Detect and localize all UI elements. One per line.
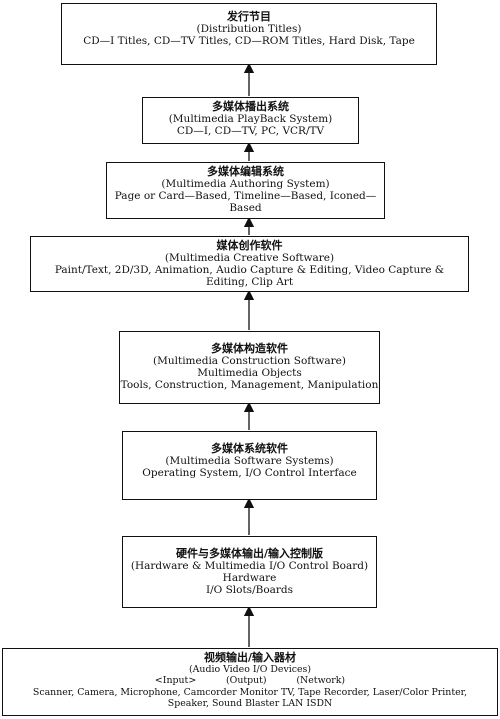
box-title-zh: 媒体创作软件	[216, 239, 283, 252]
box-title-zh: 多媒体系统软件	[211, 442, 288, 455]
box-construction-software: 多媒体构造软件 (Multimedia Construction Softwar…	[119, 331, 380, 404]
box-title-en: (Hardware & Multimedia I/O Control Board…	[130, 560, 369, 572]
box-creative-software: 媒体创作软件 (Multimedia Creative Software) Pa…	[30, 236, 469, 292]
box-detail-line: Page or Card—Based, Timeline—Based, Icon…	[114, 190, 377, 202]
box-detail-line: Scanner, Camera, Microphone, Camcorder M…	[32, 686, 468, 698]
box-detail-line: Based	[229, 202, 262, 214]
box-title-en: (Multimedia PlayBack System)	[168, 113, 333, 125]
box-distribution-titles: 发行节目 (Distribution Titles) CD—I Titles, …	[61, 3, 437, 65]
box-hardware-io-board: 硬件与多媒体输出/输入控制版 (Hardware & Multimedia I/…	[122, 536, 377, 608]
box-detail-line: CD—I, CD—TV, PC, VCR/TV	[176, 125, 325, 137]
box-detail-line: <Input> (Output) (Network)	[154, 675, 346, 687]
box-detail-line: Speaker, Sound Blaster LAN ISDN	[167, 698, 333, 710]
box-title-en: (Multimedia Construction Software)	[153, 355, 346, 367]
box-authoring-system: 多媒体编辑系统 (Multimedia Authoring System) Pa…	[106, 162, 385, 219]
box-detail-line: I/O Slots/Boards	[205, 584, 294, 596]
box-detail-line: Tools, Construction, Management, Manipul…	[120, 379, 379, 391]
box-playback-system: 多媒体播出系统 (Multimedia PlayBack System) CD—…	[142, 97, 359, 144]
box-title-zh: 视频输出/输入器材	[203, 651, 297, 664]
box-detail-line: Operating System, I/O Control Interface	[142, 467, 357, 479]
box-title-en: (Distribution Titles)	[196, 23, 302, 35]
box-title-zh: 多媒体编辑系统	[207, 165, 284, 178]
box-detail-line: Paint/Text, 2D/3D, Animation, Audio Capt…	[54, 264, 445, 276]
box-title-zh: 多媒体构造软件	[211, 342, 288, 355]
box-title-en: (Audio Video I/O Devices)	[188, 663, 312, 675]
box-detail-line: CD—I Titles, CD—TV Titles, CD—ROM Titles…	[83, 35, 415, 47]
box-detail-line: Hardware	[222, 572, 277, 584]
box-title-en: (Multimedia Authoring System)	[161, 178, 330, 190]
box-detail-line: Multimedia Objects	[197, 367, 302, 379]
box-title-en: (Multimedia Software Systems)	[165, 455, 334, 467]
box-av-io-devices: 视频输出/输入器材 (Audio Video I/O Devices) <Inp…	[2, 648, 498, 716]
box-title-zh: 发行节目	[227, 10, 271, 23]
box-software-systems: 多媒体系统软件 (Multimedia Software Systems) Op…	[122, 431, 377, 500]
box-title-zh: 多媒体播出系统	[212, 100, 289, 113]
box-title-zh: 硬件与多媒体输出/输入控制版	[175, 547, 324, 560]
box-detail-line: Editing, Clip Art	[205, 276, 294, 288]
box-title-en: (Multimedia Creative Software)	[164, 252, 335, 264]
